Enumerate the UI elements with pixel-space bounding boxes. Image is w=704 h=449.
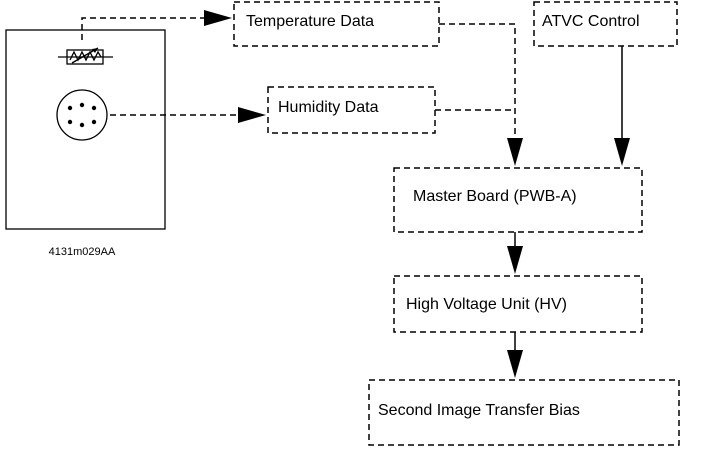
temperature-data-box — [233, 1, 440, 47]
connector-atvc-master — [614, 46, 630, 166]
connector-data-master — [435, 23, 523, 166]
humidity-sensor-icon — [56, 89, 108, 141]
transfer-bias-label: Second Image Transfer Bias — [378, 402, 580, 419]
connector-sensor-humidity — [110, 107, 266, 123]
atvc-control-box — [533, 1, 678, 47]
sensor-panel — [5, 29, 166, 230]
high-voltage-unit-label: High Voltage Unit (HV) — [406, 296, 567, 313]
connector-thermistor-temperature — [81, 10, 232, 40]
transfer-bias-box — [368, 379, 680, 446]
humidity-data-label: Humidity Data — [278, 99, 379, 116]
connector-master-hv — [507, 232, 523, 274]
high-voltage-unit-box — [393, 275, 643, 333]
master-board-label: Master Board (PWB-A) — [413, 188, 577, 205]
connector-hv-bias — [507, 332, 523, 378]
figure-code: 4131m029AA — [49, 246, 116, 258]
master-board-box — [393, 167, 643, 233]
thermistor-icon — [58, 47, 113, 65]
atvc-control-label: ATVC Control — [542, 13, 640, 30]
temperature-data-label: Temperature Data — [246, 13, 374, 30]
